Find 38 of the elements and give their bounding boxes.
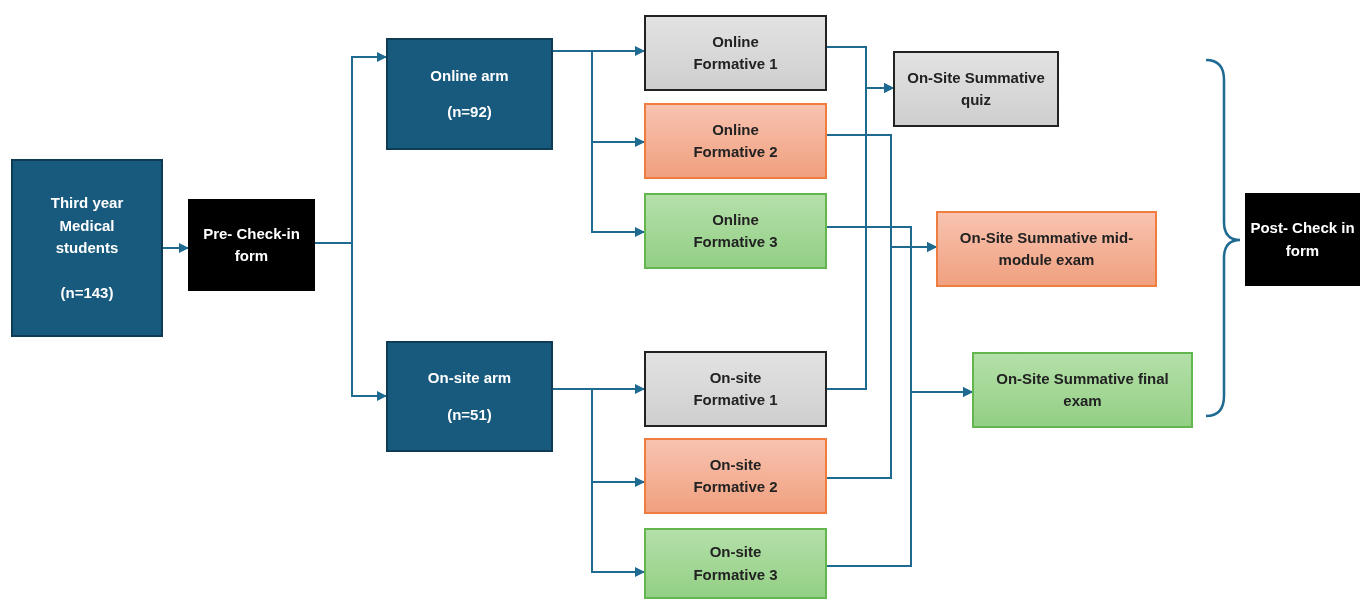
- process-box: [11, 159, 163, 337]
- box-text: On-site Formative 1: [692, 367, 779, 410]
- arrow: [162, 243, 189, 253]
- arrow: [314, 242, 387, 401]
- box-text: On-Site Summative final exam: [995, 368, 1170, 411]
- process-box: [644, 528, 827, 599]
- process-box: [644, 351, 827, 427]
- box-text: Third year Medical students: [49, 193, 125, 258]
- process-box: [644, 438, 827, 514]
- process-box: [644, 15, 827, 91]
- process-box: [972, 352, 1193, 428]
- box-text: (n=143): [60, 282, 114, 303]
- box-text: (n=51): [447, 404, 492, 425]
- box-text: Online Formative 2: [692, 119, 779, 162]
- box-text: Online Formative 3: [692, 209, 779, 252]
- arrow: [552, 388, 645, 577]
- box-text: On-Site Summative quiz: [906, 67, 1046, 110]
- process-box: [188, 199, 315, 291]
- box-text: Post- Check in form: [1249, 218, 1356, 261]
- box-text: Online Formative 1: [692, 31, 779, 74]
- process-box: [936, 211, 1157, 287]
- process-box: [893, 51, 1059, 127]
- arrow: [552, 50, 645, 237]
- box-text: (n=92): [447, 102, 492, 122]
- arrow: [826, 387, 973, 567]
- arrow: [826, 242, 937, 479]
- box-text: On-site Formative 3: [692, 542, 779, 585]
- box-text: On-site Formative 2: [692, 454, 779, 497]
- process-box: [644, 193, 827, 269]
- box-text: On-site arm: [427, 368, 512, 388]
- process-box: [644, 103, 827, 179]
- process-box: [386, 38, 553, 150]
- box-text: Pre- Check-in form: [202, 223, 301, 266]
- arrow: [826, 83, 894, 390]
- process-box: [386, 341, 553, 452]
- box-text: Online arm: [430, 65, 509, 86]
- box-text: On-Site Summative mid-module exam: [958, 227, 1135, 270]
- process-box: [1245, 193, 1360, 286]
